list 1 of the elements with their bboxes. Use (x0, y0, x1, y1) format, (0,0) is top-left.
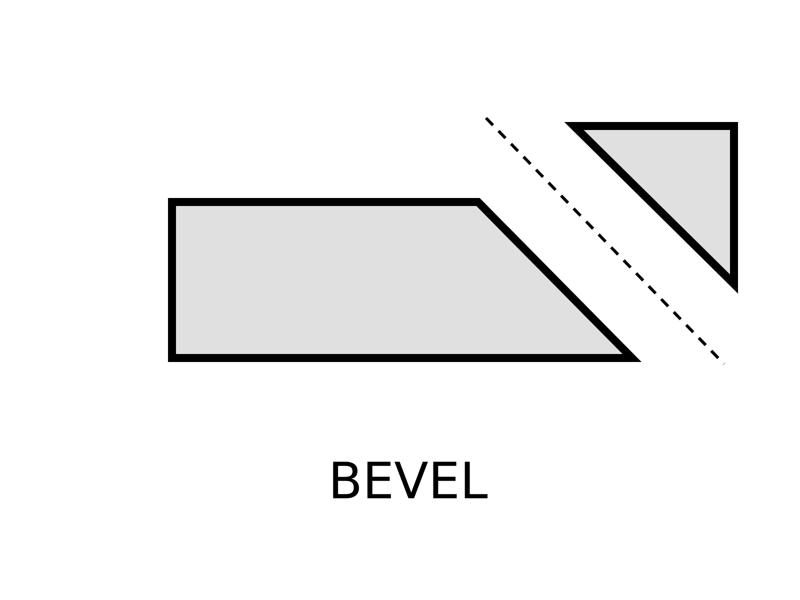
caption: BEVEL (333, 462, 488, 498)
